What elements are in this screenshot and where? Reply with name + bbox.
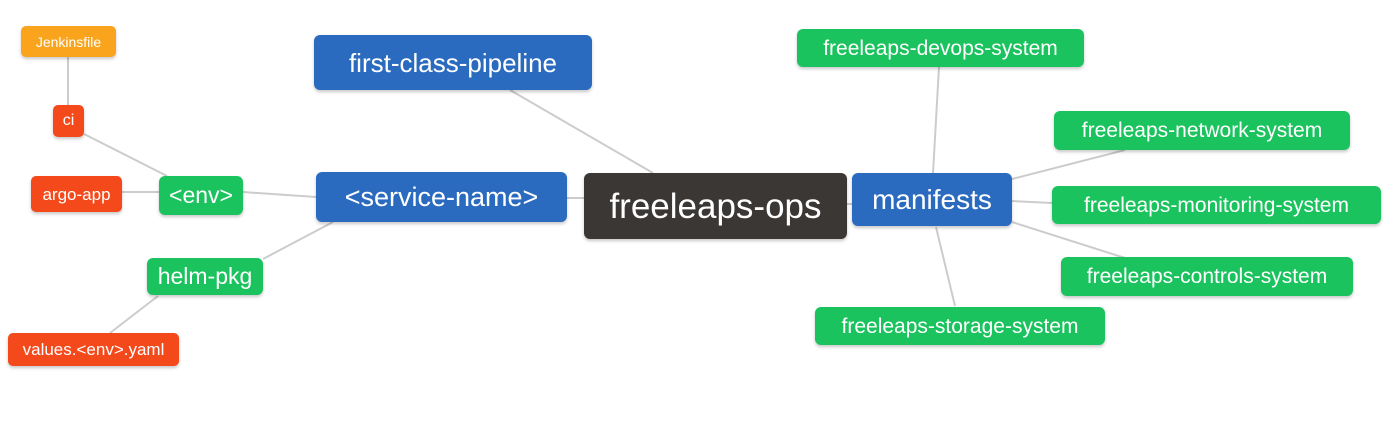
node-env[interactable]: <env>	[159, 176, 243, 215]
node-network-system[interactable]: freeleaps-network-system	[1054, 111, 1350, 150]
node-controls-system[interactable]: freeleaps-controls-system	[1061, 257, 1353, 296]
edge-manifests-monitoring	[1011, 200, 1053, 204]
edge-manifests-storage	[935, 226, 956, 307]
edge-manifests-devops	[932, 66, 940, 174]
edge-service-name-env	[242, 191, 317, 198]
node-root-freeleaps-ops[interactable]: freeleaps-ops	[584, 173, 847, 239]
node-monitoring-system[interactable]: freeleaps-monitoring-system	[1052, 186, 1381, 224]
edge-helm-pkg-values	[109, 295, 159, 334]
node-devops-system[interactable]: freeleaps-devops-system	[797, 29, 1084, 67]
edge-manifests-network	[1011, 149, 1126, 180]
node-service-name[interactable]: <service-name>	[316, 172, 567, 222]
node-first-class-pipeline[interactable]: first-class-pipeline	[314, 35, 592, 90]
node-ci[interactable]: ci	[53, 105, 84, 137]
node-helm-pkg[interactable]: helm-pkg	[147, 258, 263, 295]
node-jenkinsfile[interactable]: Jenkinsfile	[21, 26, 116, 57]
edge-env-ci	[83, 133, 168, 177]
node-values-env-yaml[interactable]: values.<env>.yaml	[8, 333, 179, 366]
node-manifests[interactable]: manifests	[852, 173, 1012, 226]
edge-service-name-helm-pkg	[262, 221, 334, 260]
node-argo-app[interactable]: argo-app	[31, 176, 122, 212]
node-storage-system[interactable]: freeleaps-storage-system	[815, 307, 1105, 345]
edge-root-pipeline	[509, 89, 654, 174]
edge-manifests-controls	[1011, 221, 1126, 259]
